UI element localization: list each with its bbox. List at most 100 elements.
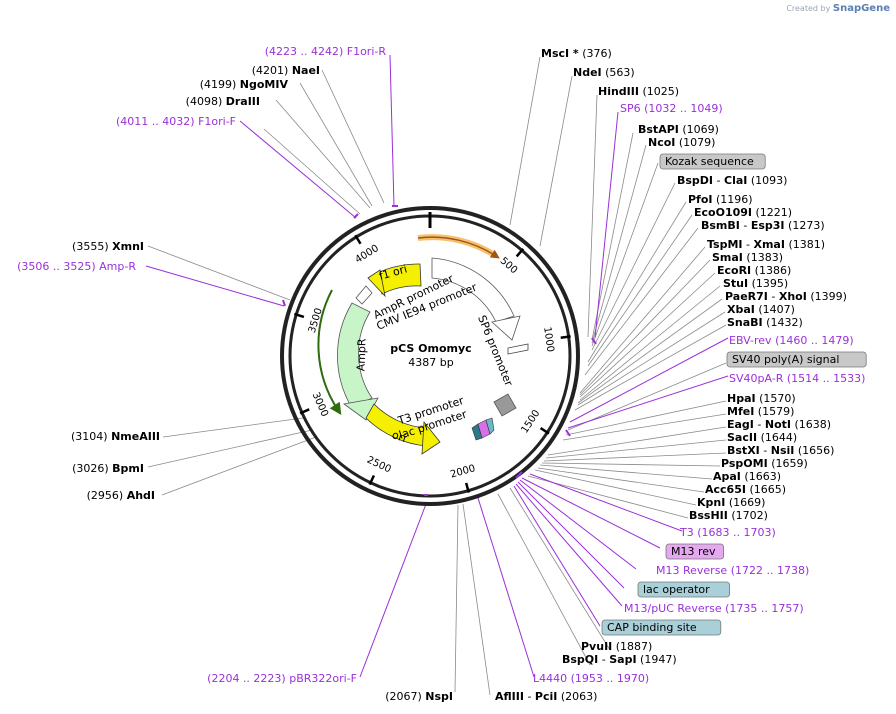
label-part: (1947) [640,653,677,666]
primer-label-ebv-rev[interactable]: EBV-rev (1460 .. 1479) [729,334,854,347]
site-label-msci[interactable]: MscI * (376) [541,47,612,60]
site-label-pfoi[interactable]: PfoI (1196) [688,193,753,206]
label-part: (2067) [385,690,422,703]
primer-label-amp-r[interactable]: (3506 .. 3525) Amp-R [17,260,136,273]
label-part: (1196) [716,193,753,206]
site-label-bstxi[interactable]: BstXI - NsiI (1656) [727,444,834,457]
site-label-nmeaiii[interactable]: (3104) NmeAIII [71,430,160,443]
feature-label-kozak-sequence[interactable]: Kozak sequence [659,153,766,170]
label-part: (1683 .. 1703) [697,526,776,539]
site-label-nspi[interactable]: (2067) NspI [385,690,453,703]
site-label-draiii[interactable]: (4098) DraIII [186,95,260,108]
site-label-pspomi[interactable]: PspOMI (1659) [721,457,808,470]
label-part: (1665) [749,483,786,496]
site-label-bsshii[interactable]: BssHII (1702) [689,509,768,522]
outer-labels[interactable]: MscI * (376) NdeI (563) HindIII (1025) SP6 … [17,45,867,703]
label-part: EagI [727,418,754,431]
site-label-hpai[interactable]: HpaI (1570) [727,392,796,405]
label-part: (1656) [798,444,835,457]
label-part: EcoRI [717,264,751,277]
site-label-mfei[interactable]: MfeI (1579) [727,405,794,418]
site-label-ngomiv[interactable]: (4199) NgoMIV [200,78,289,91]
site-label-afliii[interactable]: AflIII - PciI (2063) [495,690,597,703]
ampr-label: AmpR [354,338,368,372]
site-label-eagi[interactable]: EagI - NotI (1638) [727,418,831,431]
site-label-hindiii[interactable]: HindIII (1025) [598,85,679,98]
label-part: (1407) [758,303,795,316]
primer-label-f1ori-f[interactable]: (4011 .. 4032) F1ori-F [116,115,236,128]
sp6-promoter-feature[interactable] [507,343,529,355]
polya-signal-feature[interactable] [493,393,517,417]
site-label-bsmbi[interactable]: BsmBI - Esp3I (1273) [701,219,825,232]
label-part: MfeI [727,405,754,418]
primer-label-pbr322ori-f[interactable]: (2204 .. 2223) pBR322ori-F [207,672,357,685]
label-separator: - [760,444,771,457]
feature-label-box [659,153,766,170]
feature-arcs[interactable] [317,234,529,455]
label-part: (1069) [682,123,719,136]
label-part: DraIII [226,95,260,108]
feature-label-lac-operator[interactable]: lac operator [637,581,730,598]
site-label-ndei[interactable]: NdeI (563) [573,66,635,79]
label-part: (2204 .. 2223) [207,672,286,685]
site-label-pvuii[interactable]: PvuII (1887) [581,640,652,653]
label-part: (1383) [746,251,783,264]
label-part: NspI [425,690,453,703]
label-part: StuI [723,277,748,290]
primer-label-sp6[interactable]: SP6 (1032 .. 1049) [620,102,723,115]
label-part: (3104) [71,430,108,443]
label-part: (1669) [729,496,766,509]
f1-ori-feature[interactable] [374,263,422,295]
site-label-stui[interactable]: StuI (1395) [723,277,788,290]
site-label-paer7i[interactable]: PaeR7I - XhoI (1399) [725,290,847,303]
primer-label-m13-reverse[interactable]: M13 Reverse (1722 .. 1738) [656,564,809,577]
primer-label-t3[interactable]: T3 (1683 .. 1703) [679,526,776,539]
feature-label-m13-rev[interactable]: M13 rev [665,543,724,560]
site-label-bspdi[interactable]: BspDI - ClaI (1093) [677,174,787,187]
site-label-bspqi[interactable]: BspQI - SapI (1947) [562,653,677,666]
feature-label-text: CAP binding site [607,621,697,634]
ruler-tick-label: 1000 [541,326,555,353]
site-label-sacii[interactable]: SacII (1644) [727,431,797,444]
label-part: (563) [605,66,635,79]
label-part: (376) [582,47,612,60]
label-part: XhoI [779,290,807,303]
primer-label-l4440[interactable]: L4440 (1953 .. 1970) [533,672,649,685]
label-part: TspMI [707,238,743,251]
site-label-snabi[interactable]: SnaBI (1432) [727,316,803,329]
ruler-tick [354,234,362,245]
primer-label-m13-puc-reverse[interactable]: M13/pUC Reverse (1735 .. 1757) [624,602,804,615]
site-label-bpmi[interactable]: (3026) BpmI [72,462,144,475]
primer-label-f1ori-r[interactable]: (4223 .. 4242) F1ori-R [265,45,387,58]
label-part: (4098) [186,95,223,108]
site-label-ncoi[interactable]: NcoI (1079) [648,136,715,149]
label-part: pBR322ori-F [289,672,357,685]
label-part: (1663) [744,470,781,483]
primer-label-sv40pa-r[interactable]: SV40pA-R (1514 .. 1533) [729,372,865,385]
site-label-tspmi[interactable]: TspMI - XmaI (1381) [707,238,825,251]
site-label-apai[interactable]: ApaI (1663) [713,470,781,483]
site-label-xbai[interactable]: XbaI (1407) [727,303,795,316]
site-label-acc65i[interactable]: Acc65I (1665) [705,483,786,496]
site-label-kpni[interactable]: KpnI (1669) [697,496,765,509]
label-part: NotI [765,418,791,431]
label-part: L4440 [533,672,567,685]
ruler-tick [368,474,376,486]
label-part: (4011 .. 4032) [116,115,195,128]
site-label-xmni[interactable]: (3555) XmnI [72,240,144,253]
label-part: (1032 .. 1049) [644,102,723,115]
site-label-ecori[interactable]: EcoRI (1386) [717,264,791,277]
site-label-ecoo109i[interactable]: EcoO109I (1221) [694,206,792,219]
site-label-smai[interactable]: SmaI (1383) [712,251,783,264]
feature-left-arc[interactable] [317,289,342,416]
label-part: (1395) [752,277,789,290]
site-label-bstapi[interactable]: BstAPI (1069) [638,123,719,136]
ampr-promoter-feature[interactable] [355,285,373,305]
site-label-naei[interactable]: (4201) NaeI [252,64,320,77]
label-part: F1ori-R [347,45,387,58]
site-label-ahdi[interactable]: (2956) AhdI [87,489,155,502]
feature-label-cap-binding-site[interactable]: CAP binding site [601,619,722,636]
label-part: NgoMIV [240,78,289,91]
feature-label-sv40-poly-a-signal[interactable]: SV40 poly(A) signal [726,351,867,368]
